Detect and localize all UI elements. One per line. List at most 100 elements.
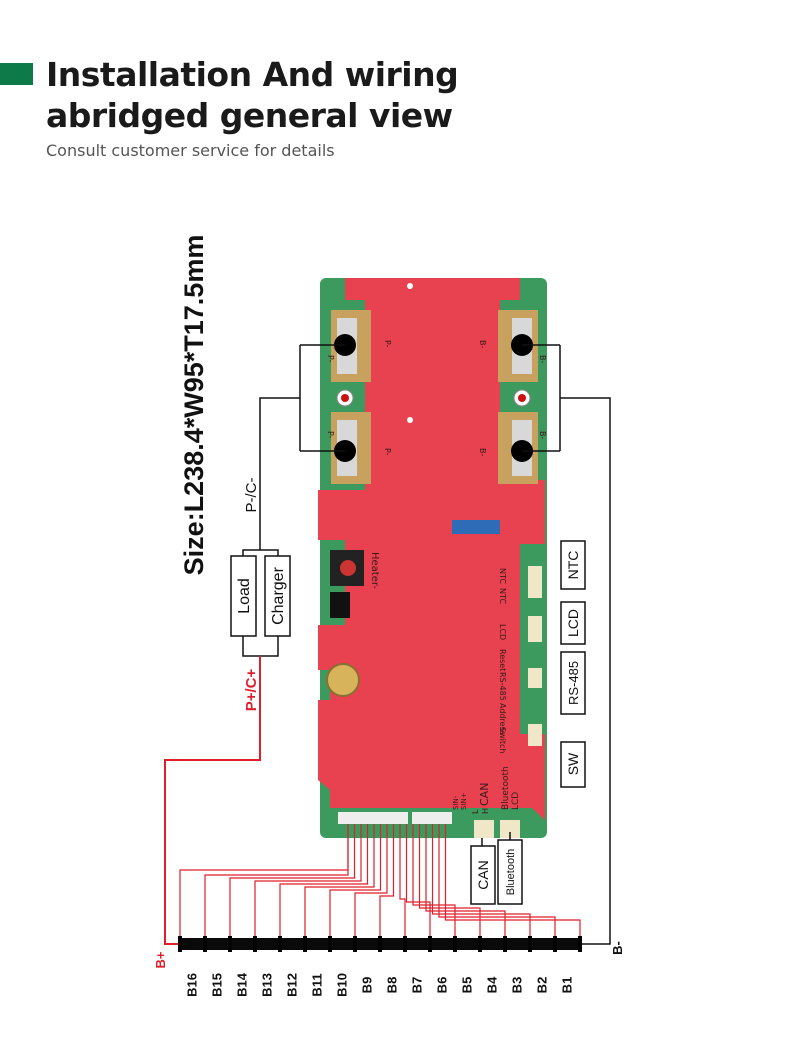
pcb-label-reset: Reset [498, 649, 507, 671]
balance-wire [431, 824, 531, 938]
balance-wire [405, 824, 431, 938]
pcb-label-ntc-1: NTC [498, 568, 507, 584]
balance-wire [399, 824, 406, 938]
balance-wire [444, 824, 581, 938]
cell-label-b11: B11 [310, 973, 325, 996]
pcb-label-sin-minus: SIN- [452, 795, 460, 810]
pcb-label-address: Address [498, 703, 507, 735]
cell-label-b4: B4 [485, 976, 500, 993]
cell-header-right [412, 812, 452, 824]
balance-wire [279, 824, 369, 938]
sw-label: SW [565, 752, 581, 775]
balance-wire [438, 824, 556, 938]
title-line-1: Installation And wiring [46, 55, 459, 94]
ntc-connector [528, 566, 542, 598]
load-box [230, 555, 257, 637]
pcb-label-b-minus-1: B- [538, 355, 547, 363]
cell-label-b5: B5 [460, 977, 475, 994]
page-subtitle: Consult customer service for details [46, 141, 335, 160]
cell-junction [478, 936, 482, 952]
ntc-label: NTC [565, 551, 581, 580]
pcb-label-heater: Heater- [369, 552, 380, 589]
cell-junction [253, 936, 257, 952]
pcb-label-p-minus-4: P- [383, 448, 392, 456]
pcb-label-p-minus-1: P- [326, 355, 335, 363]
cell-junction [178, 936, 182, 952]
pcb-label-p-minus-3: P- [383, 340, 392, 348]
cell-junction [428, 936, 432, 952]
bms-board: P- P- P- P- B- B- B- B- Heater- NTC NTC … [318, 278, 547, 838]
pcb-label-switch: Switch [498, 727, 507, 753]
charger-label: Charger [270, 566, 287, 624]
balance-wire [379, 824, 395, 938]
pcb-label-ntc-2: NTC [498, 588, 507, 604]
cell-label-b6: B6 [435, 977, 450, 994]
cell-junction [278, 936, 282, 952]
page-title: Installation And wiring abridged general… [46, 54, 459, 136]
title-line-2: abridged general view [46, 96, 453, 135]
balance-wire [229, 824, 356, 938]
pcb-label-lcd: LCD [498, 624, 507, 640]
balance-wire [254, 824, 362, 938]
lcd-connector [528, 616, 542, 642]
pcb-label-b-minus-3: B- [478, 340, 487, 348]
cell-label-b14: B14 [235, 972, 250, 997]
rs485-connector [528, 668, 542, 688]
pcb-label-b-minus-2: B- [538, 431, 547, 439]
cell-junction [403, 936, 407, 952]
load-label: Load [236, 578, 253, 614]
power-wires [242, 344, 611, 945]
cell-junction [553, 936, 557, 952]
pc-minus-label: P-/C- [243, 478, 260, 513]
cell-label-b8: B8 [385, 977, 400, 994]
positive-wire [164, 656, 261, 945]
pcb-label-bt-lcd: LCD [511, 792, 521, 810]
cell-junction [328, 936, 332, 952]
b-plus-label: B+ [153, 951, 168, 968]
cell-junction [303, 936, 307, 952]
bluetooth-port [500, 820, 520, 838]
balance-wire [354, 824, 388, 938]
pcb-label-can: CAN [478, 783, 491, 806]
balance-wire [329, 824, 382, 938]
cell-label-b1: B1 [560, 977, 575, 994]
shunt-resistor [452, 520, 500, 534]
cell-junction [453, 936, 457, 952]
pcb-red-cover [318, 278, 545, 820]
cell-junction [578, 936, 582, 952]
cell-label-b9: B9 [360, 977, 375, 994]
cell-junction [353, 936, 357, 952]
size-label: Size:L238.4*W95*T17.5mm [179, 235, 209, 576]
bluetooth-label: Bluetooth [505, 849, 517, 895]
cell-label-b15: B15 [210, 973, 225, 997]
balance-wire [425, 824, 506, 938]
lcd-label: LCD [565, 609, 581, 637]
pcb-label-bluetooth: Bluetooth [501, 766, 511, 810]
cell-label-b10: B10 [335, 973, 350, 997]
cell-label-b3: B3 [510, 977, 525, 994]
cell-label-b7: B7 [410, 977, 425, 994]
cell-header-left [338, 812, 408, 824]
cell-junction [203, 936, 207, 952]
b-minus-label: B- [610, 941, 625, 955]
pcb-label-l: L [471, 809, 480, 814]
accent-bar [0, 63, 33, 85]
can-port [474, 820, 494, 838]
cell-label-b16: B16 [185, 973, 200, 997]
balance-wire [179, 824, 349, 938]
cell-label-b2: B2 [535, 977, 550, 994]
cell-junction [378, 936, 382, 952]
pcb-label-h: H [481, 808, 490, 814]
pcb-label-sin-plus: SIN+ [460, 792, 468, 810]
cell-junction [528, 936, 532, 952]
cell-balance-wires [179, 824, 581, 938]
charger-box [264, 555, 291, 637]
rs485-label: RS-485 [566, 661, 581, 705]
pcb-label-p-minus-2: P- [326, 431, 335, 439]
cell-label-b13: B13 [260, 973, 275, 997]
switch-connector [528, 724, 542, 746]
cell-junction [503, 936, 507, 952]
pcb-label-rs485: RS-485 [498, 672, 507, 701]
